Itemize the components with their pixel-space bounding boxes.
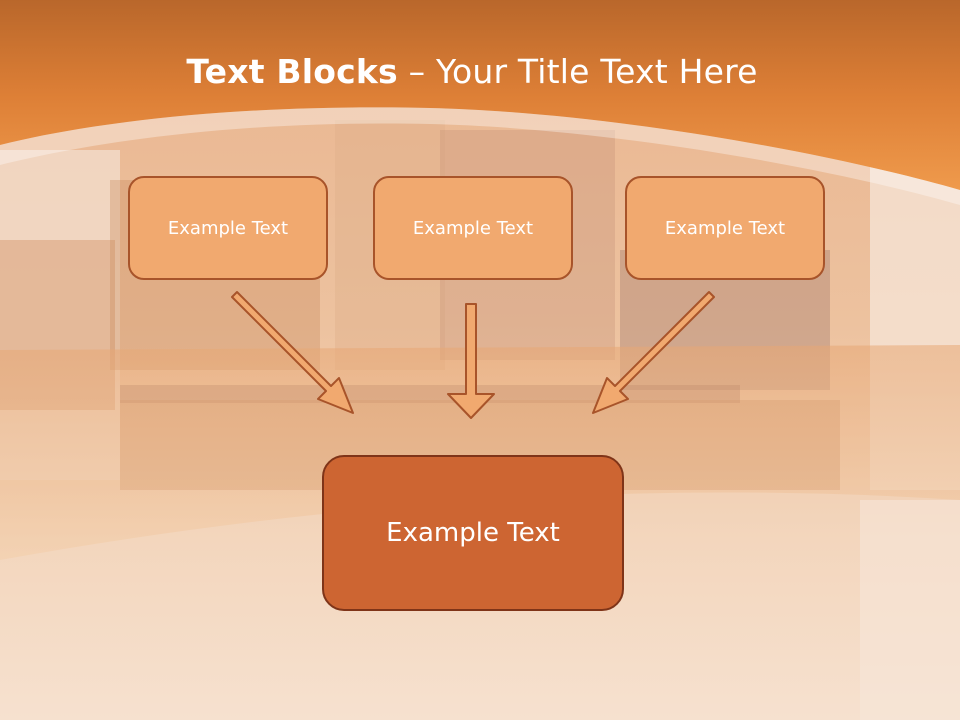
text-block-2[interactable]: Example Text <box>373 176 573 280</box>
slide-title-separator: – <box>397 52 436 91</box>
arrow-left <box>231 291 354 414</box>
slide-title-rest: Your Title Text Here <box>435 52 758 91</box>
arrow-right <box>592 291 715 414</box>
arrow-center <box>447 303 495 419</box>
slide-title-bold: Text Blocks <box>186 52 398 91</box>
text-block-2-label: Example Text <box>412 217 534 239</box>
text-block-3-label: Example Text <box>664 217 786 239</box>
text-block-3[interactable]: Example Text <box>625 176 825 280</box>
text-block-1-label: Example Text <box>167 217 289 239</box>
text-block-1[interactable]: Example Text <box>128 176 328 280</box>
slide-title: Text Blocks – Your Title Text Here <box>0 52 944 91</box>
target-text-block-label: Example Text <box>386 518 560 548</box>
target-text-block[interactable]: Example Text <box>322 455 624 611</box>
